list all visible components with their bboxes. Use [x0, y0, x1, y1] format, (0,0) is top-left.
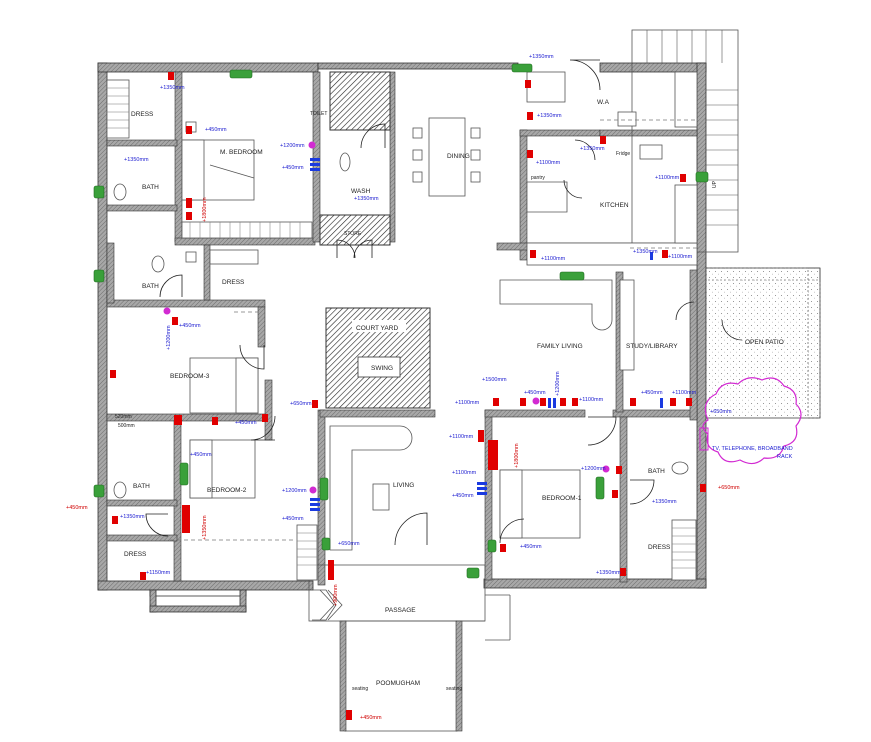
svg-text:+1100mm: +1100mm	[655, 175, 680, 181]
label-poomugham: POOMUGHAM	[376, 680, 420, 687]
svg-text:+450mm: +450mm	[190, 452, 212, 458]
svg-text:+1350mm: +1350mm	[529, 54, 554, 60]
svg-text:+1150mm: +1150mm	[146, 570, 171, 576]
svg-text:+1100mm: +1100mm	[536, 160, 561, 166]
svg-text:+1100mm: +1100mm	[579, 397, 604, 403]
label-swing: SWING	[371, 365, 393, 372]
label-court-yard: COURT YARD	[356, 325, 398, 332]
svg-text:+450mm: +450mm	[66, 505, 88, 511]
svg-text:+1100mm: +1100mm	[449, 434, 474, 440]
svg-text:+1200mm: +1200mm	[166, 325, 172, 350]
label-window-note-1: 520mm	[115, 414, 132, 420]
label-dress-r: DRESS	[648, 544, 671, 551]
room-labels: DRESS M. BEDROOM BATH BATH DRESS BEDROOM…	[115, 99, 793, 692]
label-window-note-2: 500mm	[118, 423, 135, 429]
svg-text:+1200mm: +1200mm	[282, 488, 307, 494]
svg-text:+1350mm: +1350mm	[202, 515, 208, 540]
svg-text:+650mm: +650mm	[338, 541, 360, 547]
label-bath-l2: BATH	[142, 283, 159, 290]
label-bedroom-1: BEDROOM-1	[542, 495, 582, 502]
label-family-living: FAMILY LIVING	[537, 343, 583, 350]
label-bath-tl: BATH	[142, 184, 159, 191]
swing	[357, 356, 401, 378]
svg-text:+1350mm: +1350mm	[596, 570, 621, 576]
svg-text:+450mm: +450mm	[520, 544, 542, 550]
svg-text:+1100mm: +1100mm	[455, 400, 480, 406]
label-dress-tl: DRESS	[131, 111, 154, 118]
svg-text:+1350mm: +1350mm	[580, 146, 605, 152]
label-bath-l3: BATH	[133, 483, 150, 490]
svg-text:+900mm: +900mm	[333, 584, 339, 606]
label-dress-bl: DRESS	[124, 551, 147, 558]
label-store: STORE	[344, 231, 362, 237]
svg-text:+1800mm: +1800mm	[202, 197, 208, 222]
svg-text:+1350mm: +1350mm	[120, 514, 145, 520]
store-hatch	[319, 214, 391, 246]
svg-text:+650mm: +650mm	[718, 485, 740, 491]
svg-text:+1350mm: +1350mm	[633, 249, 658, 255]
label-seating-r: seating	[446, 686, 462, 692]
label-kitchen: KITCHEN	[600, 202, 629, 209]
label-bedroom-3: BEDROOM-3	[170, 373, 210, 380]
label-living: LIVING	[393, 482, 414, 489]
label-study-library: STUDY/LIBRARY	[626, 343, 678, 350]
label-dining: DINING	[447, 153, 470, 160]
entrance	[308, 564, 511, 732]
svg-text:+450mm: +450mm	[641, 390, 663, 396]
svg-text:+450mm: +450mm	[205, 127, 227, 133]
open-patio: OPEN PATIO	[705, 267, 821, 419]
svg-text:+450mm: +450mm	[452, 493, 474, 499]
label-fridge: Fridge	[616, 151, 630, 157]
svg-text:+1200mm: +1200mm	[555, 371, 561, 396]
svg-text:+1350mm: +1350mm	[354, 196, 379, 202]
toilet-hatch	[329, 71, 391, 131]
label-bath-r: BATH	[648, 468, 665, 475]
svg-text:+450mm: +450mm	[282, 516, 304, 522]
outer-walls	[97, 62, 707, 613]
label-wa: W.A	[597, 99, 610, 106]
dashed-lines	[170, 119, 697, 541]
open-patio-label: OPEN PATIO	[745, 339, 784, 346]
doors	[145, 59, 743, 546]
svg-text:+1200mm: +1200mm	[280, 143, 305, 149]
svg-text:+1350mm: +1350mm	[537, 113, 562, 119]
label-pantry: pantry	[531, 175, 545, 181]
svg-text:UP: UP	[712, 180, 718, 188]
electrical-symbols	[93, 63, 709, 720]
svg-text:+450mm: +450mm	[524, 390, 546, 396]
svg-text:+1200mm: +1200mm	[581, 466, 606, 472]
furniture	[106, 71, 698, 581]
svg-text:+450mm: +450mm	[282, 165, 304, 171]
label-bedroom-2: BEDROOM-2	[207, 487, 247, 494]
svg-text:+1350mm: +1350mm	[124, 157, 149, 163]
rack-cloud	[702, 377, 802, 465]
label-toilet: TOILET	[310, 111, 327, 117]
label-seating-l: seating	[352, 686, 368, 692]
height-annotations: +1350mm +1350mm +1350mm +1350mm +1350mm …	[66, 54, 740, 721]
svg-text:+1100mm: +1100mm	[672, 390, 697, 396]
svg-text:+450mm: +450mm	[179, 323, 201, 329]
svg-text:+450mm: +450mm	[235, 420, 257, 426]
svg-text:+1100mm: +1100mm	[452, 470, 477, 476]
svg-text:+450mm: +450mm	[360, 715, 382, 721]
label-rack-1: TV, TELEPHONE, BROADBAND	[712, 446, 793, 452]
label-dress-l2: DRESS	[222, 279, 245, 286]
svg-text:+1100mm: +1100mm	[541, 256, 566, 262]
svg-text:+1800mm: +1800mm	[514, 443, 520, 468]
label-rack-2: RACK	[777, 454, 793, 460]
label-wash: WASH	[351, 188, 371, 195]
label-passage: PASSAGE	[385, 607, 416, 614]
svg-text:+1100mm: +1100mm	[668, 254, 693, 260]
svg-text:+650mm: +650mm	[710, 409, 732, 415]
label-master-bedroom: M. BEDROOM	[220, 149, 263, 156]
svg-text:+1350mm: +1350mm	[652, 499, 677, 505]
svg-text:+1350mm: +1350mm	[160, 85, 185, 91]
svg-text:+1500mm: +1500mm	[482, 377, 507, 383]
svg-text:+650mm: +650mm	[290, 401, 312, 407]
